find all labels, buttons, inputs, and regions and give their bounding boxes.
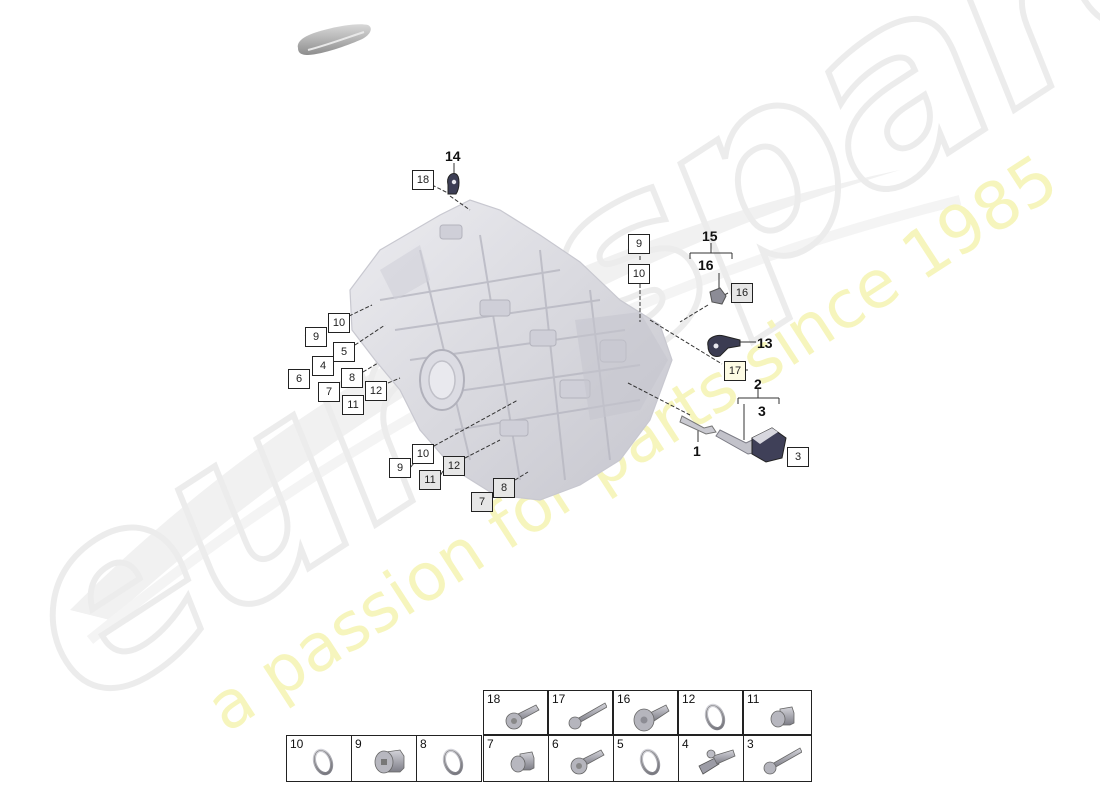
parts-cell-12[interactable]: 12 bbox=[678, 690, 743, 735]
part-number: 5 bbox=[617, 737, 624, 751]
part-number: 11 bbox=[747, 692, 760, 706]
callout-box[interactable]: 10 bbox=[412, 444, 434, 464]
callout-box[interactable]: 9 bbox=[305, 327, 327, 347]
part-label-16: 16 bbox=[698, 257, 714, 273]
sealing-ring-icon bbox=[693, 699, 737, 733]
parts-cell-4[interactable]: 4 bbox=[678, 735, 744, 782]
callout-box[interactable]: 12 bbox=[443, 456, 465, 476]
callout-box[interactable]: 17 bbox=[724, 361, 746, 381]
part-number: 3 bbox=[747, 737, 754, 751]
callout-box[interactable]: 5 bbox=[333, 342, 355, 362]
callout-box[interactable]: 9 bbox=[389, 458, 411, 478]
part-number: 17 bbox=[552, 692, 566, 706]
part-number: 18 bbox=[487, 692, 501, 706]
callout-box[interactable]: 12 bbox=[365, 381, 387, 401]
part-label-3: 3 bbox=[758, 403, 766, 419]
parts-cell-5[interactable]: 5 bbox=[613, 735, 679, 782]
parts-cell-11[interactable]: 11 bbox=[743, 690, 812, 735]
torx-bolt-icon bbox=[628, 699, 672, 733]
callout-box[interactable]: 3 bbox=[787, 447, 809, 467]
parts-cell-3[interactable]: 3 bbox=[743, 735, 812, 782]
screw-plug-icon bbox=[758, 699, 802, 733]
part-label-15: 15 bbox=[702, 228, 718, 244]
callout-box[interactable]: 10 bbox=[628, 264, 650, 284]
part-number: 10 bbox=[290, 737, 304, 751]
parts-cell-16[interactable]: 16 bbox=[613, 690, 678, 735]
callout-box[interactable]: 11 bbox=[342, 395, 364, 415]
part-number: 8 bbox=[420, 737, 427, 751]
part-number: 9 bbox=[355, 737, 362, 751]
car-silhouette-icon bbox=[297, 24, 371, 55]
part-label-14: 14 bbox=[445, 148, 461, 164]
part-number: 7 bbox=[487, 737, 494, 751]
callout-box[interactable]: 9 bbox=[628, 234, 650, 254]
part-number: 16 bbox=[617, 692, 631, 706]
part-label-1: 1 bbox=[693, 443, 701, 459]
parts-cell-18[interactable]: 18 bbox=[483, 690, 548, 735]
sealing-ring-icon bbox=[628, 744, 672, 778]
part-number: 4 bbox=[682, 737, 689, 751]
callout-box[interactable]: 8 bbox=[341, 368, 363, 388]
sensor-icon bbox=[693, 744, 737, 778]
part-number: 12 bbox=[682, 692, 696, 706]
callout-box[interactable]: 7 bbox=[471, 492, 493, 512]
part-label-2: 2 bbox=[754, 376, 762, 392]
parts-cell-8[interactable]: 8 bbox=[416, 735, 482, 782]
callout-box[interactable]: 18 bbox=[412, 170, 434, 190]
parts-cell-17[interactable]: 17 bbox=[548, 690, 613, 735]
flange-bolt-short-icon bbox=[498, 699, 542, 733]
part-label-13: 13 bbox=[757, 335, 773, 351]
part-number: 6 bbox=[552, 737, 559, 751]
callout-box[interactable]: 4 bbox=[312, 356, 334, 376]
parts-cell-7[interactable]: 7 bbox=[483, 735, 549, 782]
parts-cell-9[interactable]: 9 bbox=[351, 735, 417, 782]
callout-box[interactable]: 7 bbox=[318, 382, 340, 402]
callout-box[interactable]: 8 bbox=[493, 478, 515, 498]
flange-bolt-long-icon bbox=[563, 699, 607, 733]
callout-box[interactable]: 16 bbox=[731, 283, 753, 303]
screw-plug-large-icon bbox=[366, 744, 410, 778]
sealing-ring-icon bbox=[431, 744, 475, 778]
long-bolt-icon bbox=[758, 744, 802, 778]
flange-bolt-short-icon bbox=[563, 744, 607, 778]
parts-cell-6[interactable]: 6 bbox=[548, 735, 614, 782]
screw-plug-small-icon bbox=[498, 744, 542, 778]
callout-box[interactable]: 11 bbox=[419, 470, 441, 490]
callout-box[interactable]: 10 bbox=[328, 313, 350, 333]
sealing-ring-icon bbox=[301, 744, 345, 778]
callout-box[interactable]: 6 bbox=[288, 369, 310, 389]
parts-cell-10[interactable]: 10 bbox=[286, 735, 352, 782]
